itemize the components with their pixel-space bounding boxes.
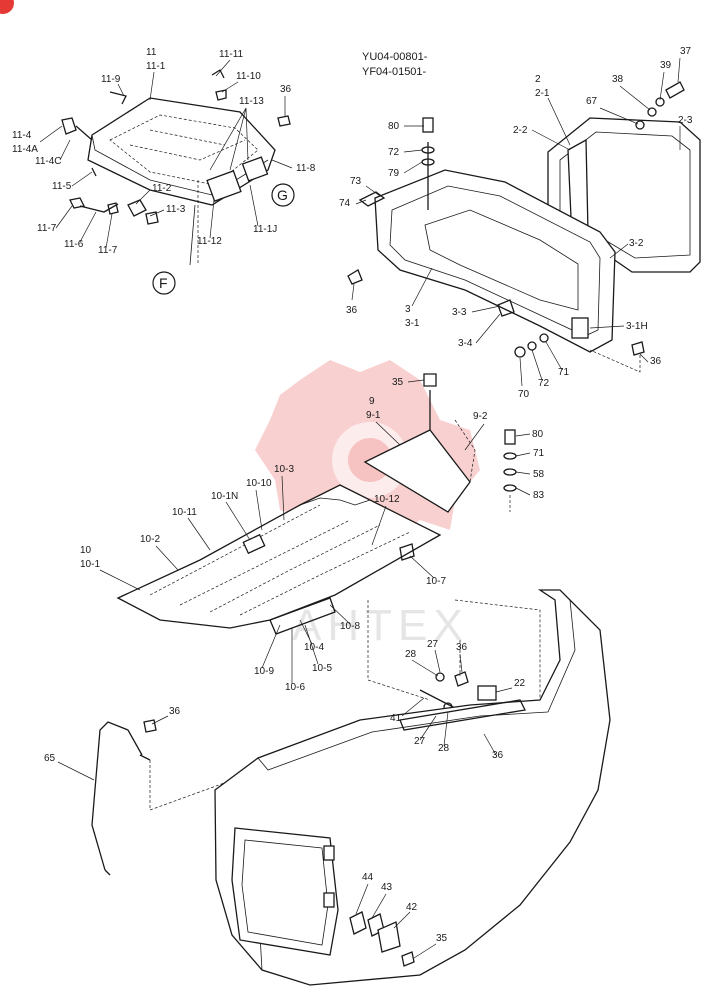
leader-lines — [39, 57, 681, 959]
counterweight-housing — [214, 589, 611, 986]
part-number-label: 44 — [362, 872, 374, 883]
part-number-label: 41 — [390, 713, 402, 724]
part-number-label: 10-11 — [172, 507, 197, 518]
part-number-label: 36 — [346, 305, 358, 316]
part-number-label: 2-1 — [535, 88, 550, 99]
part-number-label: 10-7 — [426, 576, 446, 587]
part-number-label: 3-1H — [626, 321, 648, 332]
part-number-label: 10-6 — [285, 682, 305, 693]
part-number-label: 72 — [538, 378, 550, 389]
part-number-label: 11-10 — [236, 71, 261, 82]
part-number-label: 2 — [535, 74, 541, 85]
part-number-label: 9-2 — [473, 411, 488, 422]
part-number-label: 3-3 — [452, 307, 467, 318]
part-number-label: 2-2 — [513, 125, 528, 136]
part-number-label: 42 — [406, 902, 418, 913]
part-number-label: 39 — [660, 60, 672, 71]
part-number-label: 74 — [339, 198, 351, 209]
part-number-label: 11-13 — [239, 96, 264, 107]
view-callout-g-letter: G — [277, 187, 288, 203]
part-number-label: 10 — [80, 545, 92, 556]
view-callout-f — [152, 271, 176, 295]
part-number-label: 36 — [280, 84, 292, 95]
part-number-label: 67 — [586, 96, 598, 107]
view-callout-f-letter: F — [159, 275, 168, 291]
part-number-label: 11-5 — [52, 181, 72, 192]
part-number-label: 9 — [369, 396, 375, 407]
part-number-label: 36 — [492, 750, 504, 761]
part-number-label: 10-1N — [211, 491, 238, 502]
part-number-label: 11 — [146, 47, 157, 58]
part-number-label: 83 — [533, 490, 545, 501]
part-number-label: 58 — [533, 469, 545, 480]
watermark-text: AHTEX — [292, 601, 469, 650]
assembly-10-floor-plate — [116, 484, 442, 635]
part-number-label: 37 — [680, 46, 692, 57]
part-number-label: 71 — [558, 367, 570, 378]
part-number-label: 11-2 — [152, 183, 172, 194]
part-number-label: 35 — [436, 933, 448, 944]
serial-number-2: YF04-01501- — [362, 66, 427, 78]
part-number-label: 11-3 — [166, 204, 186, 215]
part-number-label: 10-4 — [304, 642, 324, 653]
part-number-label: 71 — [533, 448, 545, 459]
part-number-label: 10-1 — [80, 559, 100, 570]
part-number-label: 11-4C — [35, 156, 62, 167]
part-number-label: 35 — [392, 377, 404, 388]
part-number-label: 28 — [405, 649, 417, 660]
part-number-label: 11-11 — [219, 49, 244, 60]
corner-marker — [0, 0, 14, 14]
part-number-label: 65 — [44, 753, 56, 764]
part-number-label: 38 — [612, 74, 624, 85]
part-number-label: 10-8 — [340, 621, 360, 632]
part-number-label: 80 — [388, 121, 400, 132]
part-number-label: 11-1 — [146, 61, 166, 72]
assembly-65-handrail — [91, 719, 261, 876]
part-number-label: 10-12 — [374, 494, 400, 505]
assembly-9-plate — [363, 373, 517, 513]
part-number-label: 9-1 — [366, 410, 381, 421]
part-number-label: 11-7 — [37, 223, 57, 234]
part-number-label: 10-3 — [274, 464, 294, 475]
part-number-label: 36 — [650, 356, 662, 367]
part-number-label: 80 — [532, 429, 544, 440]
part-number-label: 3-4 — [458, 338, 473, 349]
part-number-label: 10-10 — [246, 478, 272, 489]
part-number-label: 10-5 — [312, 663, 332, 674]
part-number-label: 11-4A — [12, 144, 38, 155]
part-number-label: 11-8 — [296, 163, 316, 174]
part-number-label: 79 — [388, 168, 400, 179]
part-number-label: 2-3 — [678, 115, 693, 126]
part-number-label: 11-1J — [253, 224, 277, 235]
part-number-label: 10-9 — [254, 666, 274, 677]
part-number-labels: 11 11-1 11-11 11-10 11-9 36 11-13 11-4 11-4A11-4… — [12, 46, 693, 944]
part-number-label: 10-2 — [140, 534, 160, 545]
part-number-label: 36 — [456, 642, 468, 653]
part-number-label: 3 — [405, 304, 411, 315]
part-number-label: 11-9 — [101, 74, 121, 85]
part-number-label: 11-7 — [98, 245, 118, 256]
part-number-label: 27 — [427, 639, 439, 650]
part-number-label: 36 — [169, 706, 181, 717]
part-number-label: 72 — [388, 147, 400, 158]
part-number-label: 3-1 — [405, 318, 420, 329]
part-number-label: 22 — [514, 678, 526, 689]
part-number-label: 11-4 — [12, 130, 32, 141]
part-number-label: 73 — [350, 176, 362, 187]
part-number-label: 27 — [414, 736, 426, 747]
assembly-11-top-cover — [61, 69, 291, 266]
serial-number-1: YU04-00801- — [362, 51, 428, 63]
view-callout-g — [271, 183, 295, 207]
part-number-label: 28 — [438, 743, 450, 754]
part-number-label: 11-12 — [197, 236, 222, 247]
part-number-label: 70 — [518, 389, 530, 400]
part-number-label: 43 — [381, 882, 393, 893]
part-number-label: 11-6 — [64, 239, 84, 250]
part-number-label: 3-2 — [629, 238, 644, 249]
